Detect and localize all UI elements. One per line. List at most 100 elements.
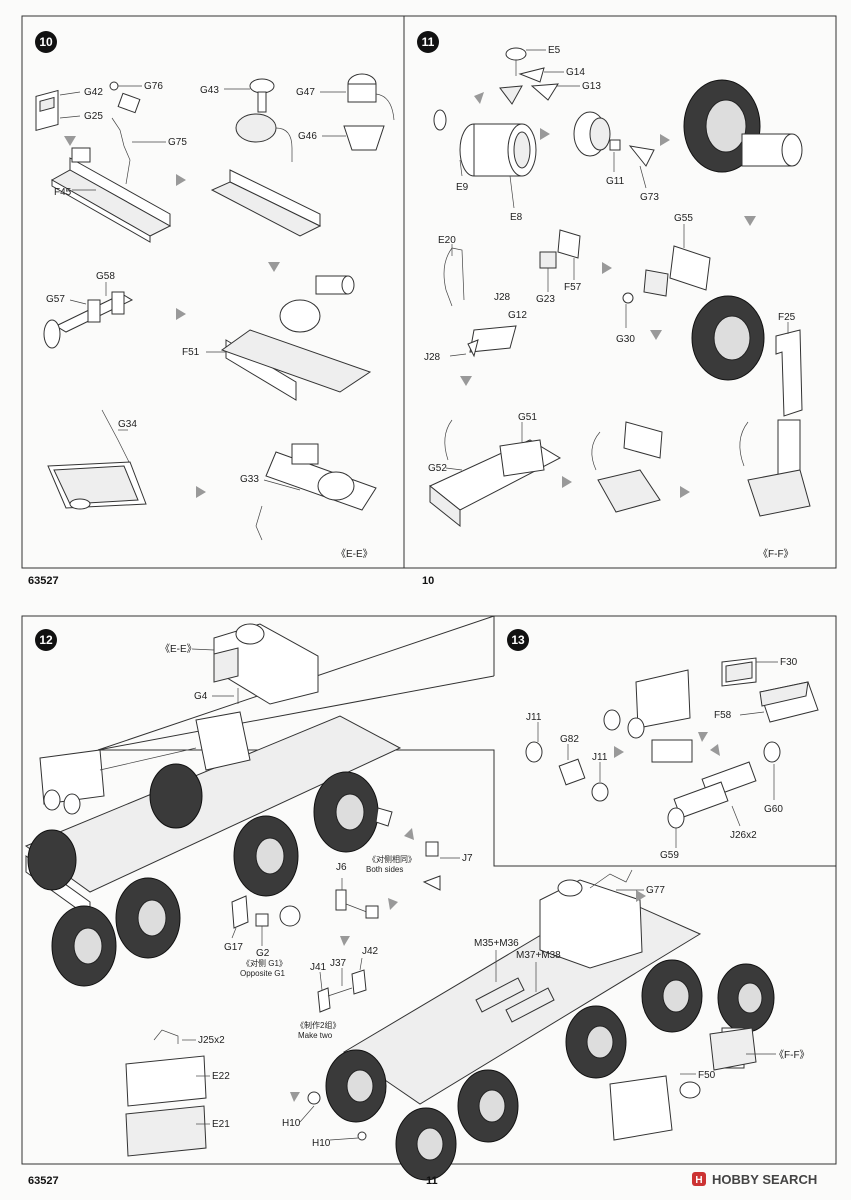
step-13-badge: 13 [507, 629, 529, 651]
page-10-artwork: 10 G42 G25 G76 G75 F45 G43 [21, 15, 837, 587]
label-j28-bottom: J28 [424, 352, 441, 363]
label-j11-a: J11 [526, 712, 542, 723]
label-g57: G57 [46, 294, 65, 305]
step-10-subassembly-label: 《E-E》 [336, 548, 373, 560]
part-group-g43 [210, 78, 322, 237]
hobby-search-watermark: H HOBBY SEARCH [692, 1172, 817, 1187]
part-group-g17 [231, 895, 301, 946]
part-group-g57 [43, 282, 134, 349]
step-10-number: 10 [39, 35, 53, 49]
label-g42: G42 [84, 87, 103, 98]
page-number: 10 [422, 575, 434, 587]
part-group-e5 [499, 47, 580, 105]
part-group-g42 [35, 89, 81, 131]
label-e22: E22 [212, 1071, 230, 1082]
label-m37-m38: M37+M38 [516, 950, 561, 961]
note-make-two-cn: 《制作2组》 [296, 1020, 340, 1030]
note-make-two: Make two [298, 1031, 333, 1040]
part-frame-f45 [50, 147, 172, 243]
label-g25: G25 [84, 111, 103, 122]
part-group-g55 [622, 224, 711, 328]
label-g34: G34 [118, 419, 137, 430]
label-g12: G12 [508, 310, 527, 321]
step-12-badge: 12 [35, 629, 57, 651]
part-group-g47 [320, 73, 395, 151]
arrow-right [540, 128, 550, 140]
label-g23: G23 [536, 294, 555, 305]
arrow-up-left [404, 828, 414, 840]
note-opposite-cn: 《对侧 G1》 [242, 958, 287, 968]
truck-chassis-upper [24, 711, 402, 987]
label-j7: J7 [462, 853, 473, 864]
label-j41: J41 [310, 962, 327, 973]
label-f30: F30 [780, 657, 798, 668]
label-ff-ref: 《F-F》 [774, 1049, 810, 1061]
part-group-j6 [335, 878, 379, 919]
arrow-right [602, 262, 612, 274]
page-11-artwork: 12 《E-E》 G4 J7 《对侧 [21, 615, 837, 1187]
arrow-right [176, 174, 186, 186]
instruction-page-11: 12 《E-E》 G4 J7 《对侧 [0, 600, 851, 1200]
label-g30: G30 [616, 334, 635, 345]
page-frame [21, 15, 837, 569]
label-g13: G13 [582, 81, 601, 92]
arrow-right [680, 486, 690, 498]
label-f50: F50 [698, 1070, 716, 1081]
label-m35-m36: M35+M36 [474, 938, 519, 949]
part-group-h10 [299, 1091, 367, 1141]
arrow-right [660, 134, 670, 146]
part-group-g33 [255, 443, 377, 541]
catalog-number: 63527 [28, 1175, 59, 1187]
part-group-g75 [109, 81, 166, 185]
catalog-number: 63527 [28, 575, 59, 587]
arrow-down [64, 136, 76, 146]
label-f57: F57 [564, 282, 582, 293]
label-e20: E20 [438, 235, 456, 246]
subassembly-ff-attached [709, 1027, 757, 1071]
assembly-intermediate [591, 421, 663, 513]
label-f51: F51 [182, 347, 200, 358]
label-g51: G51 [518, 412, 537, 423]
label-g17: G17 [224, 942, 243, 953]
part-group-step13 [525, 657, 819, 848]
part-group-j41 [317, 957, 367, 1013]
truck-chassis-lower [325, 869, 775, 1181]
arrow-right [636, 890, 646, 902]
instruction-page-10: 10 G42 G25 G76 G75 F45 G43 [21, 15, 837, 587]
label-g82: G82 [560, 734, 579, 745]
assembly-final-ff [739, 419, 811, 517]
label-f25: F25 [778, 312, 796, 323]
step-11-number: 11 [422, 35, 435, 49]
arrow-up [340, 936, 350, 946]
note-both-sides-cn: 《对侧相同》 [368, 854, 416, 864]
step-11-badge: 11 [417, 31, 439, 53]
label-e9: E9 [456, 182, 469, 193]
label-g47: G47 [296, 87, 315, 98]
arrow-right [562, 476, 572, 488]
arrow-up-left [710, 744, 720, 756]
label-g76: G76 [144, 81, 163, 92]
part-group-e8 [433, 109, 537, 209]
label-j26x2: J26x2 [730, 830, 757, 841]
arrow-right [176, 308, 186, 320]
svg-text:H: H [695, 1175, 702, 1186]
label-g43: G43 [200, 85, 219, 96]
label-g46: G46 [298, 131, 317, 142]
page-number: 11 [426, 1175, 438, 1187]
part-group-battery [125, 1029, 210, 1157]
part-group-g11 [573, 111, 655, 189]
label-j25x2: J25x2 [198, 1035, 225, 1046]
label-h10-b: H10 [312, 1138, 331, 1149]
engine-subassembly-ee [213, 623, 319, 705]
wheel-assembly-mid [691, 295, 803, 417]
arrow-down-left [474, 92, 484, 104]
label-h10-a: H10 [282, 1118, 301, 1129]
arrow-right [196, 486, 206, 498]
label-e8: E8 [510, 212, 523, 223]
label-g14: G14 [566, 67, 585, 78]
note-both-sides: Both sides [366, 865, 403, 874]
part-group-g51 [429, 419, 562, 528]
label-j42: J42 [362, 946, 379, 957]
arrow-up-right [388, 898, 398, 910]
label-g77: G77 [646, 885, 665, 896]
